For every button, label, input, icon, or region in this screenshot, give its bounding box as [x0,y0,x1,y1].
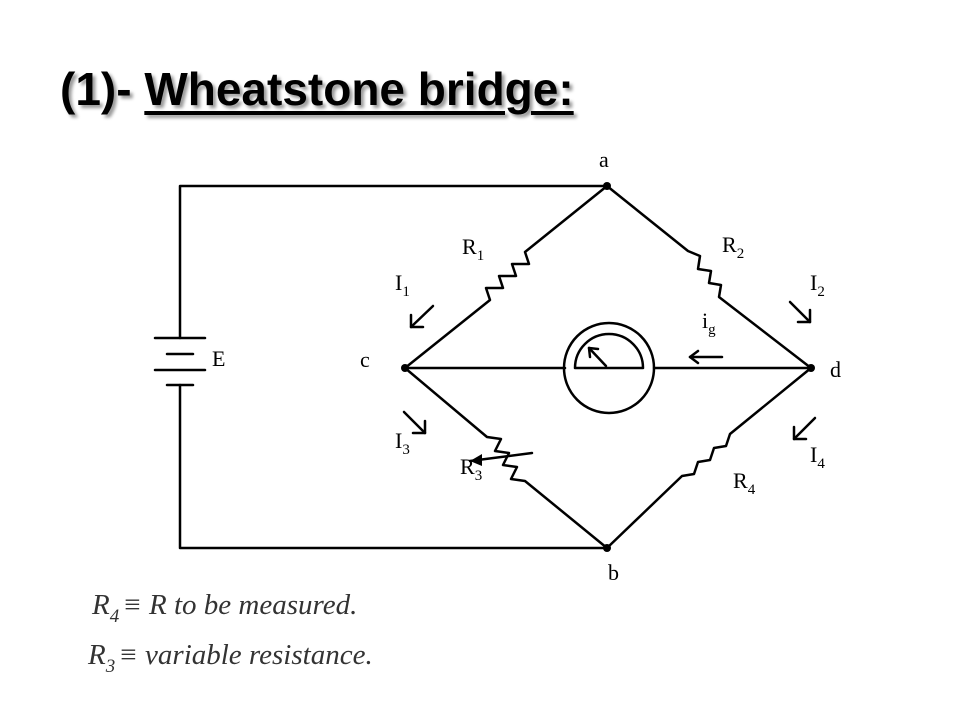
node-a [603,182,611,190]
label-I2: I2 [810,270,825,300]
wire-bottom [178,383,609,550]
page-title: (1)- Wheatstone bridge: [60,62,574,116]
label-I3: I3 [395,428,410,458]
label-ig: ig [702,308,716,338]
label-R3: R3 [460,454,482,484]
arrow-I4-icon [792,416,817,441]
label-R4: R4 [733,468,756,498]
battery-E [153,336,207,387]
note-R3: R3≡ variable resistance. [87,639,373,677]
resistor-R3 [403,366,609,550]
resistor-R1 [403,184,609,370]
needle-arrow-icon [587,346,600,359]
node-d [807,364,815,372]
title-number: (1)- [60,63,132,115]
battery-label: E [212,346,225,371]
label-R2: R2 [722,232,744,262]
label-I1: I1 [395,270,410,300]
variable-arrow-head [470,454,482,466]
label-I4: I4 [810,442,825,472]
node-c-label: c [360,347,370,372]
arrow-ig-icon [688,349,724,365]
node-d-label: d [830,357,841,382]
node-b [603,544,611,552]
resistor-R4 [605,366,813,550]
arrow-I1-icon [409,304,435,329]
arrow-I3-icon [402,410,427,435]
label-R1: R1 [462,234,484,264]
node-a-label: a [599,147,609,172]
note-R4: R4≡ R to be measured. [91,589,357,627]
resistor-R2 [605,184,813,370]
galvanometer [562,321,656,415]
wire-top [178,184,609,340]
node-b-label: b [608,560,619,585]
node-c [401,364,409,372]
title-text: Wheatstone bridge: [144,63,574,115]
arrow-I2-icon [788,300,812,324]
